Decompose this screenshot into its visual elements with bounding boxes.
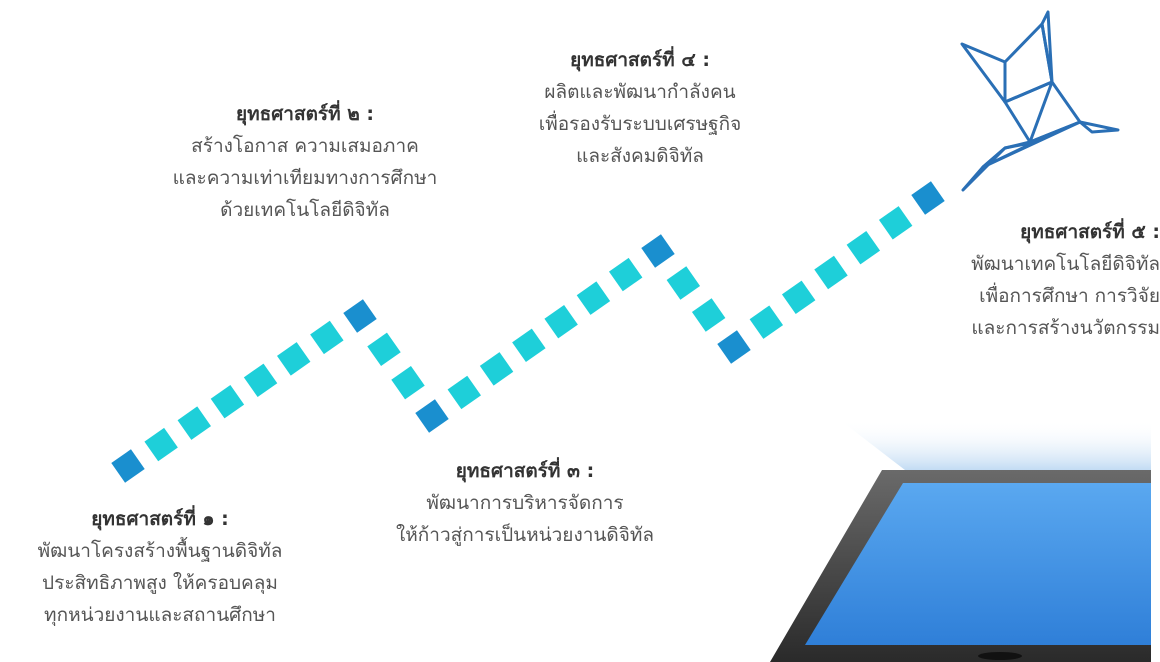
- path-milestone: [415, 399, 449, 433]
- strategy-5: ยุทธศาสตร์ที่ ๕ : พัฒนาเทคโนโลยีดิจิทัล …: [870, 216, 1160, 344]
- strategy-5-line-2: เพื่อการศึกษา การวิจัย: [979, 285, 1160, 307]
- path-step: [177, 406, 211, 440]
- strategy-1-line-1: พัฒนาโครงสร้างพื้นฐานดิจิทัล: [37, 540, 283, 562]
- strategy-1-line-3: ทุกหน่วยงานและสถานศึกษา: [44, 604, 276, 626]
- strategy-2-line-2: และความเท่าเทียมทางการศึกษา: [172, 167, 438, 189]
- strategy-5-line-1: พัฒนาเทคโนโลยีดิจิทัล: [971, 253, 1160, 275]
- strategy-2-line-3: ด้วยเทคโนโลยีดิจิทัล: [220, 199, 390, 221]
- tablet-glow: [840, 420, 1151, 470]
- path-step: [749, 305, 784, 339]
- strategy-5-line-3: และการสร้างนวัตกรรม: [971, 317, 1160, 339]
- path-step: [878, 206, 913, 240]
- path-step: [691, 298, 726, 332]
- path-step: [277, 342, 311, 376]
- path-step: [609, 257, 643, 292]
- path-step: [814, 255, 848, 290]
- path-step: [243, 363, 278, 397]
- path-milestone: [911, 181, 945, 215]
- strategy-4: ยุทธศาสตร์ที่ ๔ : ผลิตและพัฒนากำลังคน เพ…: [490, 44, 790, 172]
- path-step: [666, 266, 701, 300]
- strategy-4-line-2: เพื่อรองรับระบบเศรษฐกิจ: [538, 113, 742, 135]
- path-step: [512, 328, 546, 362]
- path-milestone: [343, 299, 377, 333]
- path-step: [576, 281, 611, 315]
- path-step: [544, 305, 578, 339]
- strategy-2-line-1: สร้างโอกาส ความเสมอภาค: [191, 135, 419, 157]
- strategy-3: ยุทธศาสตร์ที่ ๓ : พัฒนาการบริหารจัดการ ใ…: [325, 455, 725, 551]
- strategy-2-title: ยุทธศาสตร์ที่ ๒ :: [235, 103, 374, 125]
- path-milestone: [641, 234, 675, 268]
- dotted-path: [111, 181, 945, 483]
- strategy-3-title: ยุทธศาสตร์ที่ ๓ :: [455, 460, 595, 482]
- path-step: [447, 375, 481, 410]
- path-step: [781, 280, 816, 315]
- strategy-3-line-1: พัฒนาการบริหารจัดการ: [426, 492, 624, 514]
- path-step: [391, 365, 425, 400]
- path-milestone: [111, 449, 145, 483]
- strategy-4-line-1: ผลิตและพัฒนากำลังคน: [544, 81, 736, 103]
- strategy-2: ยุทธศาสตร์ที่ ๒ : สร้างโอกาส ความเสมอภาค…: [115, 98, 495, 226]
- path-step: [144, 427, 178, 462]
- path-milestone: [717, 330, 751, 364]
- strategy-1-line-2: ประสิทธิภาพสูง ให้ครอบคลุม: [42, 572, 278, 594]
- path-step: [310, 320, 344, 355]
- strategy-4-title: ยุทธศาสตร์ที่ ๔ :: [570, 49, 710, 71]
- path-step: [210, 385, 245, 419]
- path-step: [846, 230, 881, 265]
- strategy-4-line-3: และสังคมดิจิทัล: [576, 145, 704, 167]
- strategy-1: ยุทธศาสตร์ที่ ๑ : พัฒนาโครงสร้างพื้นฐานด…: [0, 503, 320, 631]
- tablet-icon: [770, 470, 1151, 662]
- path-step: [367, 332, 401, 367]
- strategy-3-line-2: ให้ก้าวสู่การเป็นหน่วยงานดิจิทัล: [395, 524, 655, 546]
- strategy-1-title: ยุทธศาสตร์ที่ ๑ :: [91, 508, 229, 530]
- origami-bird-icon: [960, 10, 1120, 192]
- strategy-5-title: ยุทธศาสตร์ที่ ๕ :: [1020, 221, 1160, 243]
- path-step: [479, 352, 514, 386]
